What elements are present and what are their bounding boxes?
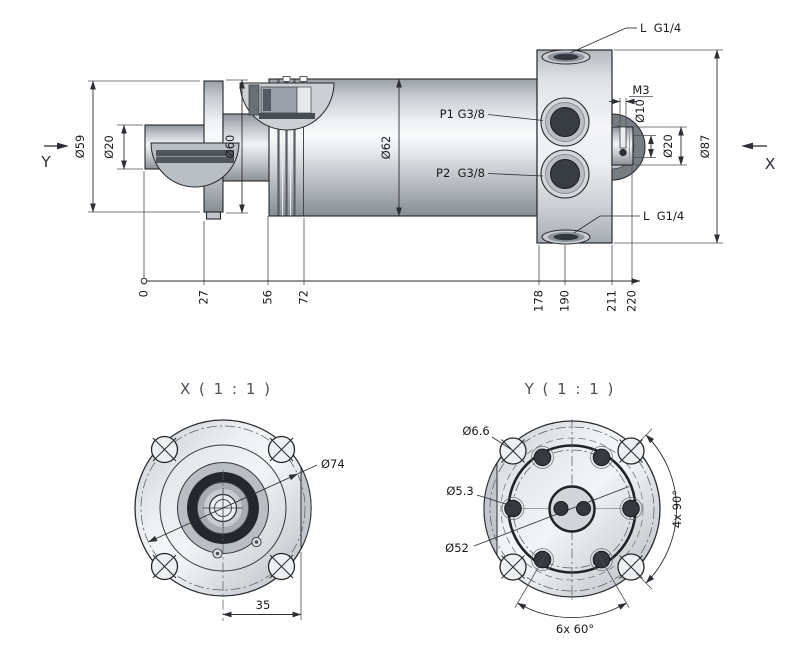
head-block: [536, 49, 613, 244]
callout-d66: Ø6.6: [462, 424, 513, 451]
dim-label-d53: Ø5.3: [446, 484, 473, 498]
leak-port-bottom: [541, 229, 591, 245]
bearing-ring: [296, 86, 312, 114]
retainer-screw: [212, 548, 223, 559]
shaft-slot: [619, 126, 627, 149]
l-top-port-label: L G1/4: [640, 21, 681, 35]
dim-d20-rod: Ø20: [102, 124, 143, 170]
dim-label-d20-rod: Ø20: [102, 135, 116, 159]
dim-d74: Ø74: [148, 457, 345, 543]
dim-d62: Ø62: [379, 78, 402, 217]
thread-serration: [259, 113, 315, 119]
dim-d60: Ø60: [223, 79, 248, 214]
baseline-origin: [140, 277, 148, 285]
p1-port: [540, 97, 590, 147]
bolt-hole: [267, 435, 296, 464]
dim-label-4x90: 4x 90°: [670, 490, 684, 528]
bolt-hole: [499, 437, 527, 465]
dim-label-m3: M3: [632, 83, 649, 97]
dim-d20-shaft: Ø20: [635, 126, 687, 166]
callout-l-top: L G1/4: [569, 21, 681, 54]
x-view-title: X ( 1 : 1 ): [180, 380, 272, 398]
seal-block: [248, 84, 260, 116]
dim-6x60: 6x 60°: [514, 552, 630, 636]
dim-label-d10: Ø10: [633, 99, 647, 123]
bolt-hole: [150, 552, 179, 581]
rod-cutaway-section: [150, 142, 240, 188]
l-bottom-port-label: L G1/4: [643, 209, 684, 223]
ordinate-baseline: 0 27 56 72 178 190 211 220: [137, 167, 641, 312]
p2-port: [540, 149, 590, 199]
leak-port-top: [541, 49, 591, 65]
bolt-circle: [140, 425, 306, 591]
hub-hole-left: [553, 501, 569, 516]
screw-hole: [619, 497, 643, 520]
block-edge-sliver: [483, 461, 498, 557]
arrow-right-icon: [57, 142, 69, 150]
flange-tab: [205, 211, 222, 220]
p1-port-label: P1 G3/8: [440, 107, 485, 121]
dim-label-d60: Ø60: [223, 135, 237, 159]
gland-cutaway-section: [239, 82, 335, 131]
y-view-label: Y: [40, 153, 51, 171]
screw-hole: [501, 497, 525, 520]
side-view: Y X Ø59 Ø20 Ø60: [40, 21, 775, 312]
p2-port-label: P2 G3/8: [436, 166, 485, 180]
center-hub: [548, 485, 596, 533]
dim-label-d87: Ø87: [698, 135, 712, 159]
vent-notch: [299, 76, 308, 82]
detail-view-y: Y ( 1 : 1 ): [445, 380, 684, 636]
dim-label-d74: Ø74: [321, 457, 345, 471]
vent-notch: [282, 76, 291, 82]
screw-hole: [531, 446, 554, 469]
block-edge-sliver: [300, 466, 312, 550]
tick-72: 72: [297, 290, 311, 305]
tick-211: 211: [605, 290, 619, 312]
view-marker-x: X: [741, 142, 776, 173]
dim-d87: Ø87: [614, 49, 723, 244]
bolt-hole: [617, 553, 645, 581]
dim-35: 35: [222, 552, 302, 620]
dim-label-35: 35: [256, 598, 271, 612]
callout-p1: P1 G3/8: [440, 107, 544, 121]
callout-d52: Ø52: [445, 486, 630, 555]
arrow-left-icon: [741, 142, 753, 150]
dim-label-6x60: 6x 60°: [556, 622, 594, 636]
dim-label-d66: Ø6.6: [462, 424, 489, 438]
m3-hole: [619, 148, 627, 157]
tick-190: 190: [558, 290, 572, 312]
bolt-hole: [150, 435, 179, 464]
bolt-hole: [617, 437, 645, 465]
detail-view-x: X ( 1 : 1 ): [134, 380, 345, 621]
dim-label-d59: Ø59: [73, 135, 87, 159]
retainer-screw: [251, 536, 262, 548]
bolt-hole: [267, 552, 296, 581]
tick-56: 56: [261, 290, 275, 305]
y-view-title: Y ( 1 : 1 ): [524, 380, 616, 398]
tick-0: 0: [137, 290, 151, 297]
view-marker-y: Y: [40, 142, 69, 171]
dim-label-d62: Ø62: [379, 136, 393, 160]
dim-label-d20-shaft: Ø20: [661, 134, 675, 158]
dim-m3: M3: [609, 83, 653, 129]
bolt-hole: [499, 553, 527, 581]
tick-220: 220: [625, 290, 639, 312]
dim-d10: Ø10: [633, 99, 656, 158]
callout-d53: Ø5.3: [446, 484, 513, 507]
callout-p2: P2 G3/8: [436, 166, 544, 180]
seal-ring: [263, 89, 271, 111]
tick-178: 178: [532, 290, 546, 312]
x-view-label: X: [765, 155, 776, 173]
callout-l-bottom: L G1/4: [573, 209, 684, 234]
dim-label-d52: Ø52: [445, 541, 469, 555]
dim-4x90: 4x 90°: [635, 428, 684, 590]
tick-27: 27: [197, 290, 211, 305]
screw-hole: [590, 446, 613, 469]
